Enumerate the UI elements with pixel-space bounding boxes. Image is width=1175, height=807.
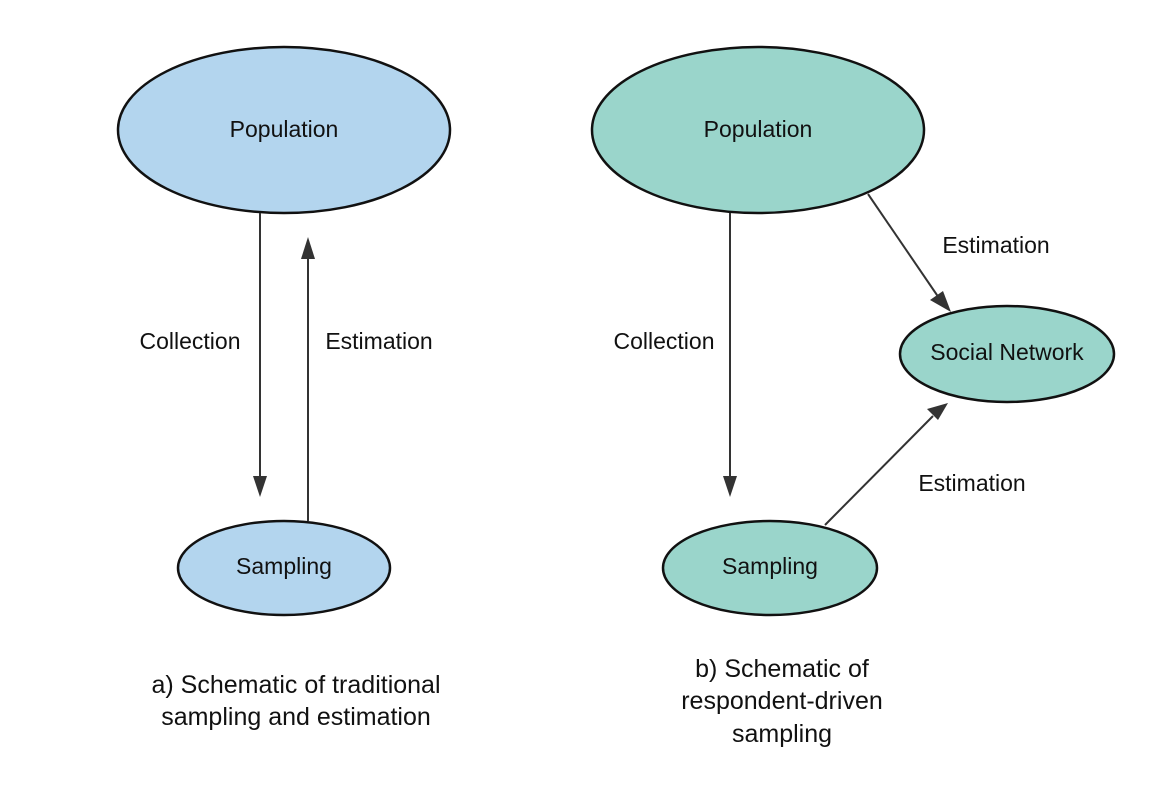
estimation-arrow-lower	[824, 415, 934, 526]
collection-label-b: Collection	[614, 328, 715, 354]
estimation-label-lower: Estimation	[918, 470, 1025, 496]
panel-a: Population Sampling Collection Estimatio…	[116, 45, 452, 731]
social-network-label: Social Network	[930, 339, 1084, 365]
estimation-arrow-upper	[867, 193, 940, 299]
caption-b-line-1: b) Schematic of	[695, 655, 869, 683]
population-node-b[interactable]	[590, 45, 926, 215]
caption-a-line-1: a) Schematic of traditional	[151, 671, 440, 699]
sampling-node-b[interactable]	[661, 519, 879, 617]
population-label-a: Population	[230, 116, 339, 142]
caption-b-line-3: sampling	[732, 720, 832, 748]
sampling-label-a: Sampling	[236, 553, 332, 579]
population-node-a[interactable]	[116, 45, 452, 215]
sampling-label-b: Sampling	[722, 553, 818, 579]
sampling-node-a[interactable]	[176, 519, 392, 617]
estimation-arrowhead-lower	[927, 403, 948, 420]
estimation-arrowhead-upper	[930, 291, 951, 312]
collection-arrowhead-b	[723, 476, 737, 497]
collection-arrowhead-a	[253, 476, 267, 497]
estimation-arrowhead-a	[301, 237, 315, 259]
caption-b-line-2: respondent-driven	[681, 687, 883, 715]
caption-a-line-2: sampling and estimation	[161, 703, 431, 731]
social-network-node[interactable]	[898, 304, 1116, 404]
collection-label-a: Collection	[140, 328, 241, 354]
panel-b: Population Sampling Social Network Colle…	[590, 45, 1116, 748]
estimation-label-upper: Estimation	[942, 232, 1049, 258]
estimation-label-a: Estimation	[325, 328, 432, 354]
population-label-b: Population	[704, 116, 813, 142]
